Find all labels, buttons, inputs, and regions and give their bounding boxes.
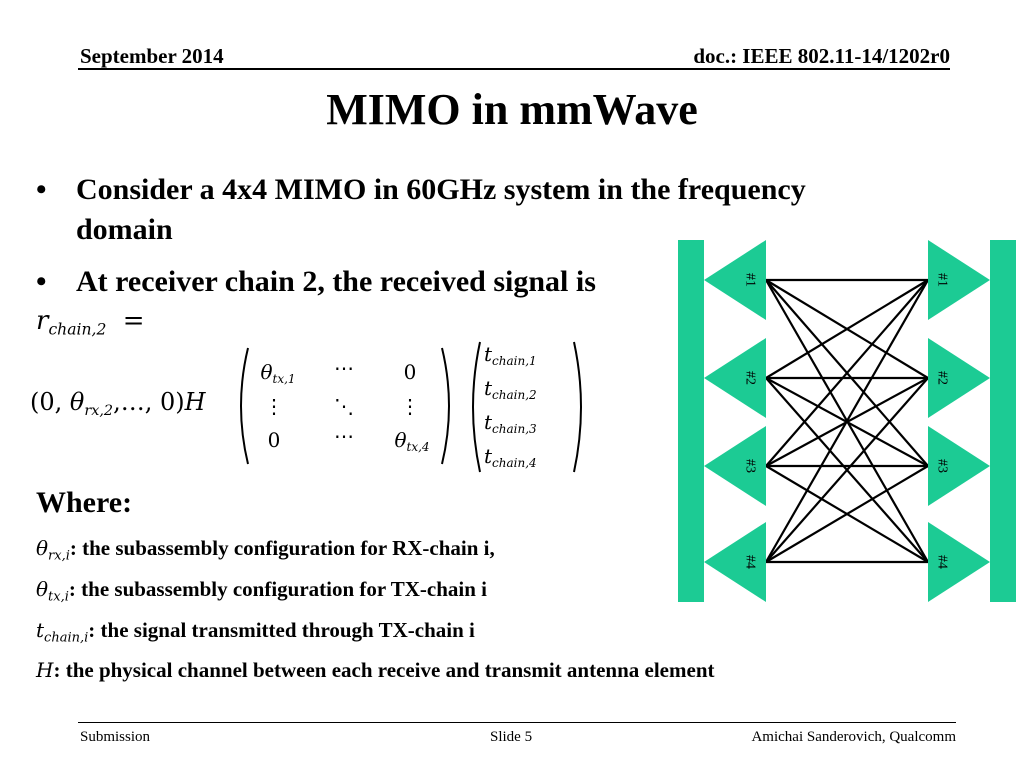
rx-label: #2 <box>935 371 950 385</box>
tx-label: #2 <box>743 371 758 385</box>
footer-rule <box>78 722 956 723</box>
row-vector-close: ,…, 0) <box>113 388 185 416</box>
tx-label: #3 <box>743 459 758 473</box>
tvec-entry-4: tchain,4 <box>484 444 537 471</box>
header-date: September 2014 <box>80 44 224 68</box>
mimo-antenna-diagram: #1 #2 #3 #4 #1 #2 #3 #4 <box>678 240 1016 602</box>
rx-antenna-elements <box>928 240 990 602</box>
rx-antenna-bar <box>990 240 1016 602</box>
tvec-right-paren <box>573 341 582 473</box>
bullet-2-line-1: At receiver chain 2, the received signal… <box>76 265 596 298</box>
tvec-left-paren <box>472 341 481 473</box>
tx-antenna-bar <box>678 240 704 602</box>
rx-label: #3 <box>935 459 950 473</box>
matrix-r2c1: ⋮ <box>264 394 284 418</box>
definition-theta-tx: θtx,i: the subassembly configuration for… <box>36 577 487 605</box>
channel-symbol: H <box>184 388 206 416</box>
matrix-left-paren <box>240 347 249 465</box>
tx-labels: #1 #2 #3 #4 <box>743 273 758 569</box>
header-doc-id: doc.: IEEE 802.11-14/1202r0 <box>693 44 950 68</box>
tx-antenna-element <box>704 426 766 506</box>
bullet-1-line-1: Consider a 4x4 MIMO in 60GHz system in t… <box>76 173 806 206</box>
rx-labels: #1 #2 #3 #4 <box>935 273 950 569</box>
bullet-dot: • <box>36 173 47 206</box>
tx-antenna-element <box>704 522 766 602</box>
definition-theta-rx: θrx,i: the subassembly configuration for… <box>36 536 495 564</box>
definition-t-chain: tchain,i: the signal transmitted through… <box>36 618 475 646</box>
tvec-entry-3: tchain,3 <box>484 410 537 437</box>
matrix-right-paren <box>441 347 450 465</box>
tvec-entry-2: tchain,2 <box>484 376 537 403</box>
tx-antenna-element <box>704 338 766 418</box>
tx-antenna-element <box>704 240 766 320</box>
tx-antenna-elements <box>704 240 766 602</box>
rx-antenna-element <box>928 426 990 506</box>
matrix-r3c3: θtx,4 <box>394 428 430 455</box>
channel-link <box>765 377 929 563</box>
bullet-1-line-2: domain <box>76 213 173 246</box>
channel-link <box>765 279 929 467</box>
rx-antenna-element <box>928 338 990 418</box>
matrix-r1c1: θtx,1 <box>260 360 296 387</box>
row-vector-open: (0, <box>30 388 70 416</box>
where-heading: Where: <box>36 486 133 519</box>
matrix-r1c2: ⋯ <box>334 356 354 380</box>
bullet-dot: • <box>36 265 47 298</box>
channel-links <box>765 278 929 564</box>
row-vector-sub: rx,2 <box>84 403 114 420</box>
header-rule <box>78 68 950 70</box>
channel-link <box>765 279 929 563</box>
slide-title: MIMO in mmWave <box>326 85 698 134</box>
row-vector-theta: θ <box>69 388 85 416</box>
tvec-entry-1: tchain,1 <box>484 342 537 369</box>
equation-lhs: rchain,2 = <box>36 306 144 338</box>
row-vector: (0, θrx,2,…, 0)H <box>30 388 206 419</box>
matrix-r3c1: 0 <box>267 428 281 452</box>
matrix-r3c2: ⋯ <box>334 424 354 448</box>
footer-slide-number: Slide 5 <box>490 729 533 745</box>
rx-label: #1 <box>935 273 950 287</box>
tx-label: #1 <box>743 273 758 287</box>
channel-link <box>765 465 929 563</box>
matrix-r2c2: ⋱ <box>334 394 354 418</box>
tx-label: #4 <box>743 555 758 569</box>
equals-sign: = <box>122 306 145 336</box>
matrix-r1c3: 0 <box>403 360 417 384</box>
rx-label: #4 <box>935 555 950 569</box>
footer-author: Amichai Sanderovich, Qualcomm <box>751 729 956 745</box>
rx-antenna-element <box>928 240 990 320</box>
rx-antenna-element <box>928 522 990 602</box>
channel-link <box>765 279 929 379</box>
lhs-symbol: r <box>36 306 49 336</box>
definition-h: H: the physical channel between each rec… <box>36 658 715 682</box>
footer-submission: Submission <box>80 729 151 745</box>
matrix-r2c3: ⋮ <box>400 394 420 418</box>
lhs-subscript: chain,2 <box>48 320 107 339</box>
